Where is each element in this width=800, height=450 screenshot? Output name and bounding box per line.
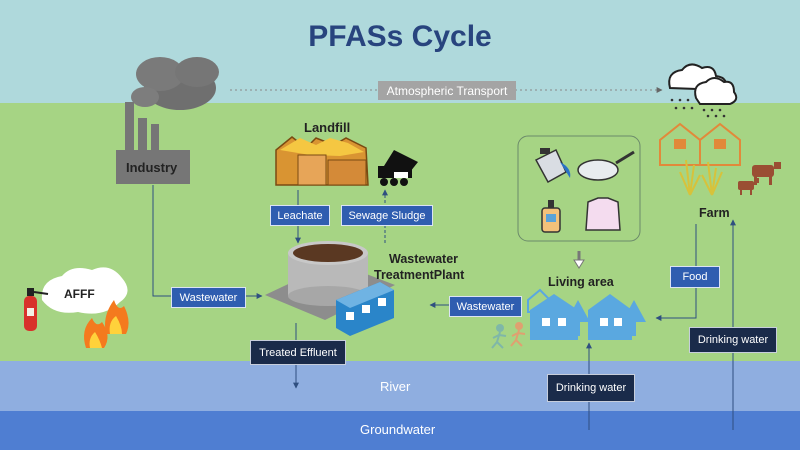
running-person-icon: [491, 322, 526, 349]
fire-extinguisher-icon: [24, 288, 49, 331]
page-title: PFASs Cycle: [308, 20, 492, 53]
drinking-water-farm-label: Drinking water: [689, 327, 777, 353]
wastewater-plant-icon: [265, 241, 395, 336]
house-windows: [542, 318, 622, 326]
afff-label: AFFF: [64, 287, 95, 301]
food-label: Food: [670, 266, 720, 288]
dump-truck-icon: [378, 150, 418, 186]
cow-icon: [738, 162, 781, 195]
products-arrow-head: [573, 259, 585, 269]
kettle-icon: [534, 148, 571, 184]
clothing-icon: [585, 197, 621, 231]
drinking-water-living-label: Drinking water: [547, 374, 635, 402]
fire-icon: [84, 300, 129, 348]
wwtp-label-line1: Wastewater: [389, 252, 459, 266]
groundwater-label: Groundwater: [360, 422, 436, 437]
groundwater-band: [0, 411, 800, 450]
landfill-icon: [275, 136, 369, 186]
living-area-label-2: area: [588, 275, 614, 289]
river-label: River: [380, 379, 411, 394]
wastewater-industry-label: Wastewater: [171, 287, 246, 308]
house-icon: [527, 288, 646, 340]
landfill-label: Landfill: [304, 120, 351, 135]
barn-icon: [659, 122, 741, 166]
crops-icon: [679, 159, 723, 196]
wwtp-label-line2: TreatmentPlant: [374, 268, 465, 282]
frying-pan-icon: [577, 150, 635, 181]
household-products-frame: [517, 135, 641, 242]
cloud-rain-icon: [668, 63, 738, 118]
treated-effluent-label: Treated Effluent: [250, 340, 346, 365]
leachate-label: Leachate: [270, 205, 330, 226]
afff-cloud-icon: [41, 267, 128, 314]
soap-bottle-icon: [541, 200, 561, 233]
industry-icon: [116, 57, 219, 184]
wastewater-living-label: Wastewater: [449, 296, 522, 317]
farm-label: Farm: [699, 206, 730, 220]
living-area-label-1: Living: [548, 275, 585, 289]
atmospheric-transport-label: Atmospheric Transport: [378, 81, 516, 100]
industry-label: Industry: [126, 160, 178, 175]
river-band: [0, 361, 800, 411]
sewage-sludge-label: Sewage Sludge: [341, 205, 433, 226]
